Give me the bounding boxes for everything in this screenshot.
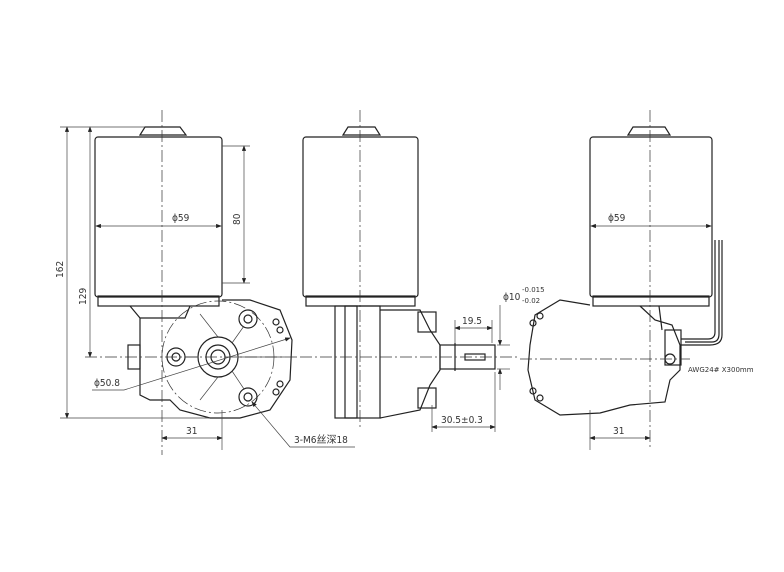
dim-19-5: 19.5 <box>462 316 482 327</box>
tol-upper: -0.015 <box>522 286 545 294</box>
dim-129: 129 <box>78 288 89 305</box>
dim-30-5: 30.5±0.3 <box>441 415 483 426</box>
middle-view: 19.5 30.5±0.3 ϕ10 -0.015 -0.02 <box>300 110 545 432</box>
dim-phi59-left: ϕ59 <box>172 213 190 224</box>
dim-31-right: 31 <box>613 426 624 437</box>
dim-80: 80 <box>232 213 243 225</box>
right-view: ϕ59 31 AWG24# X300mm <box>520 110 754 450</box>
tol-lower: -0.02 <box>522 297 540 305</box>
dim-31-left: 31 <box>186 426 197 437</box>
thread-note: 3-M6丝深18 <box>294 434 348 446</box>
dim-phi10: ϕ10 <box>503 292 521 303</box>
dim-phi50-8: ϕ50.8 <box>94 378 120 389</box>
wire-note: AWG24# X300mm <box>688 366 754 374</box>
dim-phi59-right: ϕ59 <box>608 213 626 224</box>
dim-162: 162 <box>55 261 66 278</box>
left-view: 162 129 80 ϕ59 ϕ50.8 31 3-M6丝深18 <box>55 110 355 455</box>
